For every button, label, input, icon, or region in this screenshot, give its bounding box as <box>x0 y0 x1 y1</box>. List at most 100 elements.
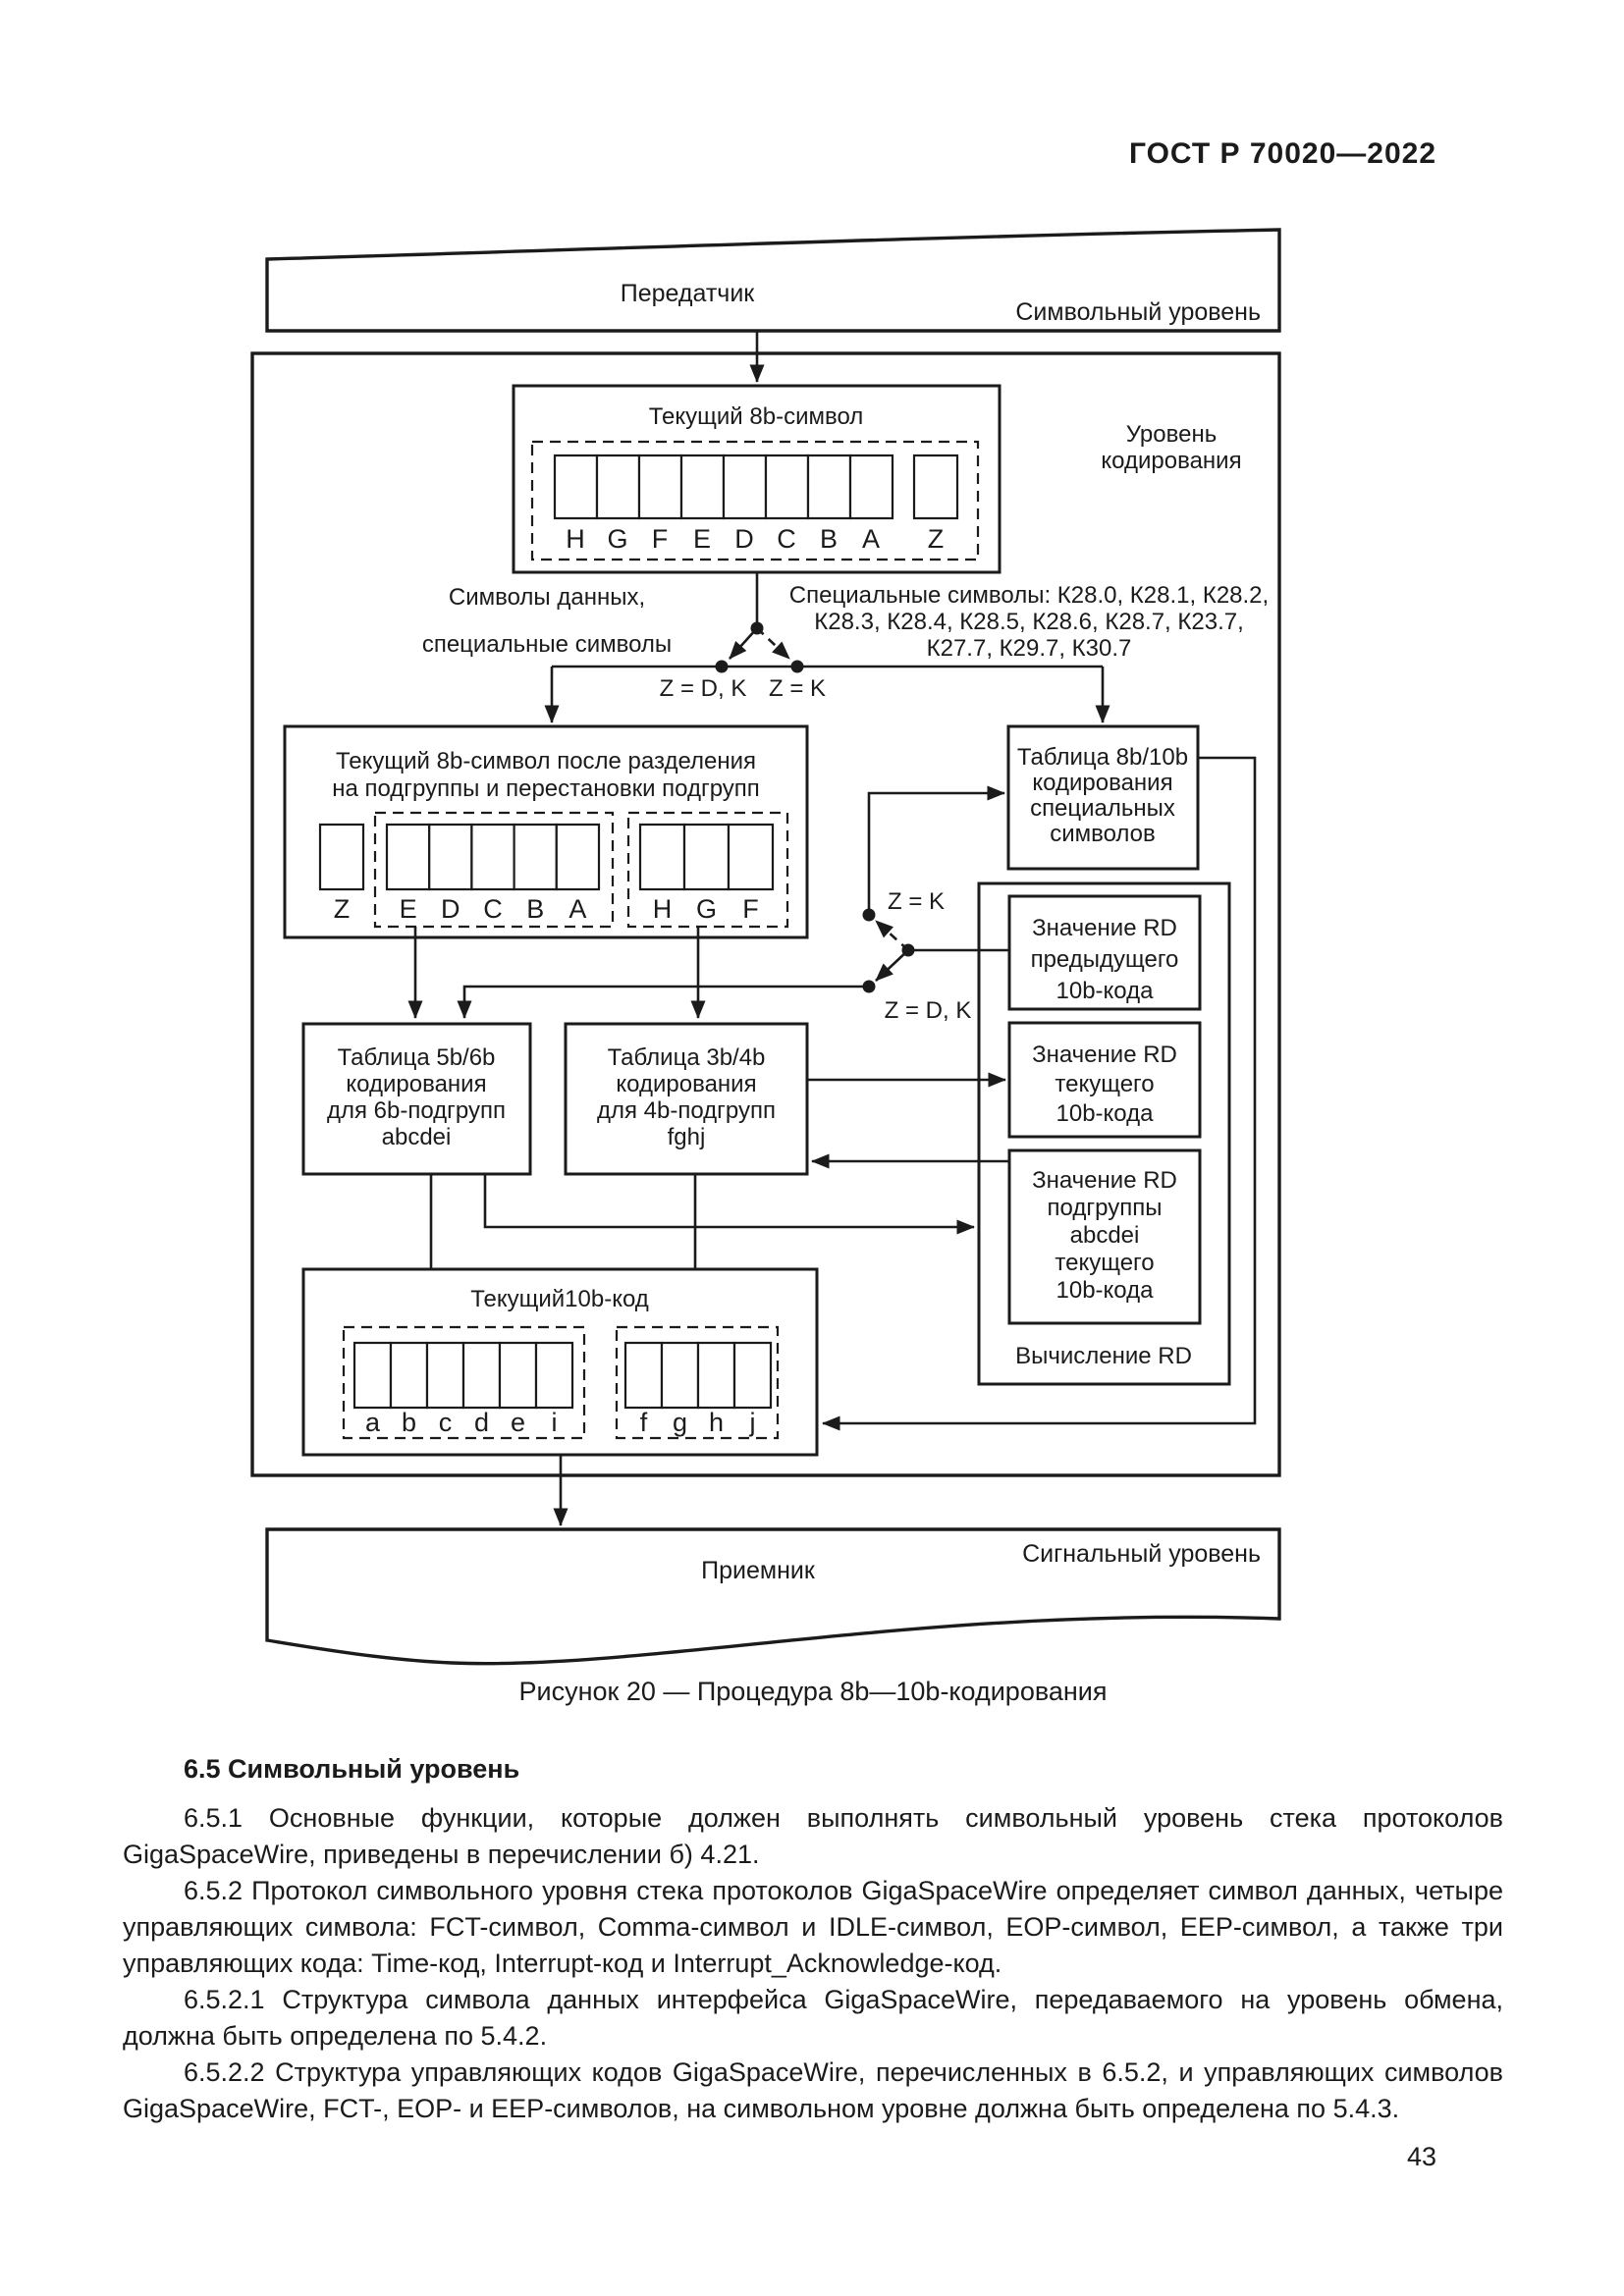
bit-cell <box>470 823 515 891</box>
table-5b6b-line2: кодирования <box>346 1071 486 1097</box>
current-8b-box: Текущий 8b-символ H G F E D C B A Z <box>512 384 1001 574</box>
svg-text:E: E <box>693 524 711 554</box>
svg-text:B: B <box>526 894 544 924</box>
paragraph-6-5-2-2: 6.5.2.2 Структура управляющих кодов Giga… <box>123 2057 1503 2123</box>
svg-text:G: G <box>696 894 717 924</box>
bit-cell <box>385 823 431 891</box>
data-symbols-label-line1: Символы данных, <box>449 584 645 611</box>
bit-cell <box>623 1341 664 1410</box>
special-symbols-label-line2: К28.3, К28.4, К28.5, К28.6, К28.7, К23.7… <box>814 609 1244 635</box>
rd-prev-line2: предыдущего <box>1031 946 1179 973</box>
bit-cell <box>428 823 473 891</box>
svg-text:C: C <box>483 894 503 924</box>
table-8b10b-line3: специальных <box>1030 795 1175 822</box>
bit-cell <box>764 454 810 520</box>
bit-cell <box>638 823 686 891</box>
bit-cell-z <box>912 454 959 520</box>
rd-prev-line3: 10b-кода <box>1056 978 1155 1004</box>
receiver-banner-shape <box>265 1527 1281 1666</box>
split-8b-group2-frame <box>626 811 789 929</box>
svg-text:i: i <box>552 1408 558 1437</box>
svg-text:D: D <box>441 894 460 924</box>
svg-text:B: B <box>820 524 838 554</box>
coding-level-label-line2: кодирования <box>1101 448 1241 474</box>
rd-subgroup-line4: текущего <box>1055 1250 1154 1276</box>
svg-text:f: f <box>640 1408 648 1437</box>
svg-text:E: E <box>400 894 417 924</box>
section-6-5: 6.5 Символьный уровень 6.5.1 Основные фу… <box>123 1753 1503 2127</box>
svg-text:Z: Z <box>928 524 945 554</box>
svg-text:H: H <box>653 894 673 924</box>
split-8b-title-line2: на подгруппы и перестановки подгрупп <box>332 775 760 802</box>
rd-current-line3: 10b-кода <box>1056 1100 1155 1127</box>
svg-text:G: G <box>607 524 627 554</box>
paragraph-6-5-2: 6.5.2 Протокол символьного уровня стека … <box>123 1876 1503 1978</box>
bit-cell <box>389 1341 429 1410</box>
table-3b4b-line3: для 4b-подгрупп <box>597 1097 776 1124</box>
table-8b10b-line1: Таблица 8b/10b <box>1017 744 1188 771</box>
svg-text:g: g <box>673 1408 687 1437</box>
special-symbols-label-line1: Специальные символы: К28.0, К28.1, К28.2… <box>789 582 1269 609</box>
rd-prev-to-8b10b-line <box>867 785 1005 915</box>
bit-cell <box>682 823 731 891</box>
svg-text:a: a <box>365 1408 381 1437</box>
transmitter-banner-shape <box>265 228 1281 333</box>
page-number: 43 <box>1406 2142 1436 2171</box>
svg-text:b: b <box>402 1408 416 1437</box>
table-5b6b-line1: Таблица 5b/6b <box>338 1044 496 1071</box>
bit-cell <box>534 1341 574 1410</box>
split-8b-title-line1: Текущий 8b-символ после разделения <box>336 748 756 774</box>
signal-level-label: Сигнальный уровень <box>1022 1540 1261 1568</box>
current-10b-title: Текущий10b-код <box>470 1286 649 1312</box>
split-8b-box: Текущий 8b-символ после разделения на по… <box>283 724 809 939</box>
svg-text:F: F <box>652 524 669 554</box>
rd-subgroup-line1: Значение RD <box>1032 1167 1177 1194</box>
rd-computation-box: Значение RD предыдущего 10b-кода Значени… <box>977 881 1231 1386</box>
table-8b10b-box: Таблица 8b/10b кодирования специальных с… <box>1006 724 1200 871</box>
svg-text:c: c <box>439 1408 453 1437</box>
bit-cell <box>513 823 558 891</box>
section-heading: 6.5 Символьный уровень <box>184 1754 520 1784</box>
svg-text:d: d <box>474 1408 489 1437</box>
bit-cell <box>806 454 852 520</box>
current-10b-cells <box>352 1341 773 1410</box>
rd-subgroup-line5: 10b-кода <box>1056 1277 1155 1304</box>
svg-text:D: D <box>734 524 754 554</box>
table-3b4b-line2: кодирования <box>616 1071 756 1097</box>
bit-cell <box>848 454 894 520</box>
bit-cell-z <box>318 823 365 891</box>
data-symbols-label-line2: специальные символы <box>422 631 672 658</box>
bit-cell <box>461 1341 502 1410</box>
svg-text:C: C <box>777 524 796 554</box>
receiver-banner: Приемник Сигнальный уровень <box>265 1527 1281 1666</box>
rd-current-line1: Значение RD <box>1032 1041 1177 1068</box>
table-3b4b-line1: Таблица 3b/4b <box>608 1044 766 1071</box>
rd-prev-line1: Значение RD <box>1032 915 1177 941</box>
bit-cell <box>595 454 641 520</box>
branch2-bottom-label: Z = D, K <box>885 997 972 1024</box>
table-5b6b-box: Таблица 5b/6b кодирования для 6b-подгруп… <box>301 1022 532 1176</box>
table-5b6b-line4: abcdei <box>382 1124 452 1150</box>
bit-cell <box>696 1341 736 1410</box>
bit-cell <box>498 1341 538 1410</box>
bit-cell <box>727 823 775 891</box>
rd-subgroup-box <box>1007 1148 1202 1325</box>
svg-text:j: j <box>749 1408 756 1437</box>
current-10b-labels: a b c d e i f g h j <box>365 1408 756 1437</box>
current-10b-box: Текущий10b-код a b c d e i f g h j <box>301 1267 819 1457</box>
branch-right-label: Z = K <box>769 675 826 702</box>
table-8b10b-line4: символов <box>1050 821 1156 847</box>
rd-prev-to-5b6b-line <box>457 985 869 1019</box>
branch-z-selector: Z = D, K Z = K <box>544 572 1110 723</box>
receiver-label: Приемник <box>701 1557 816 1584</box>
branch2-z-selector: Z = K Z = D, K <box>457 785 1009 1024</box>
rd-subgroup-line2: подгруппы <box>1048 1195 1163 1221</box>
bit-cell <box>722 454 768 520</box>
transmitter-label: Передатчик <box>621 280 756 307</box>
bit-cell <box>553 454 599 520</box>
svg-text:h: h <box>709 1408 724 1437</box>
bit-cell <box>679 454 726 520</box>
current-10b-group2-frame <box>615 1325 780 1440</box>
special-symbols-label-line3: К27.7, К29.7, К30.7 <box>927 635 1132 662</box>
